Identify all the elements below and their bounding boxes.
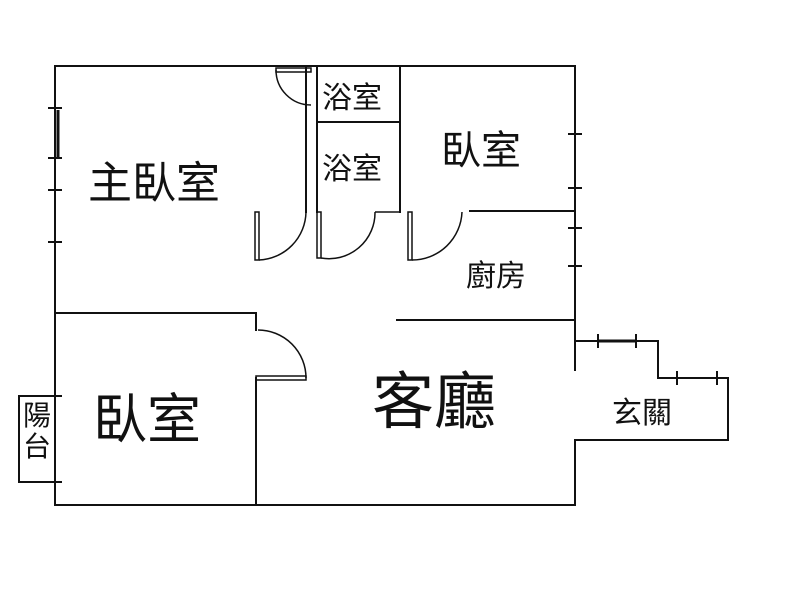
door-bath-bottom-leaf (316, 211, 322, 259)
label-balcony: 陽 台 (19, 399, 55, 463)
door-bedroom-bottom-swing (257, 329, 307, 379)
label-master-bedroom: 主臥室 (88, 158, 220, 209)
door-bath-bottom-swing (320, 211, 376, 260)
door-bath-top-swing (275, 69, 312, 106)
door-master-leaf (254, 211, 260, 261)
label-bath-top: 浴室 (322, 81, 382, 116)
label-balcony-char-1: 陽 (22, 399, 51, 432)
label-living-room: 客廳 (372, 365, 497, 438)
door-master-swing (258, 211, 307, 261)
label-kitchen: 廚房 (466, 259, 526, 294)
balcony-box (18, 395, 56, 483)
label-balcony-char-2: 台 (22, 429, 51, 463)
door-bedroom-top-leaf (407, 211, 413, 261)
label-entrance: 玄關 (612, 396, 672, 431)
label-bedroom-top-right: 臥室 (441, 128, 521, 174)
door-bedroom-bottom-leaf (255, 375, 307, 381)
label-bath-bottom: 浴室 (322, 152, 382, 187)
door-bedroom-top-swing (411, 211, 463, 261)
label-bedroom-bottom-left: 臥室 (93, 388, 201, 451)
